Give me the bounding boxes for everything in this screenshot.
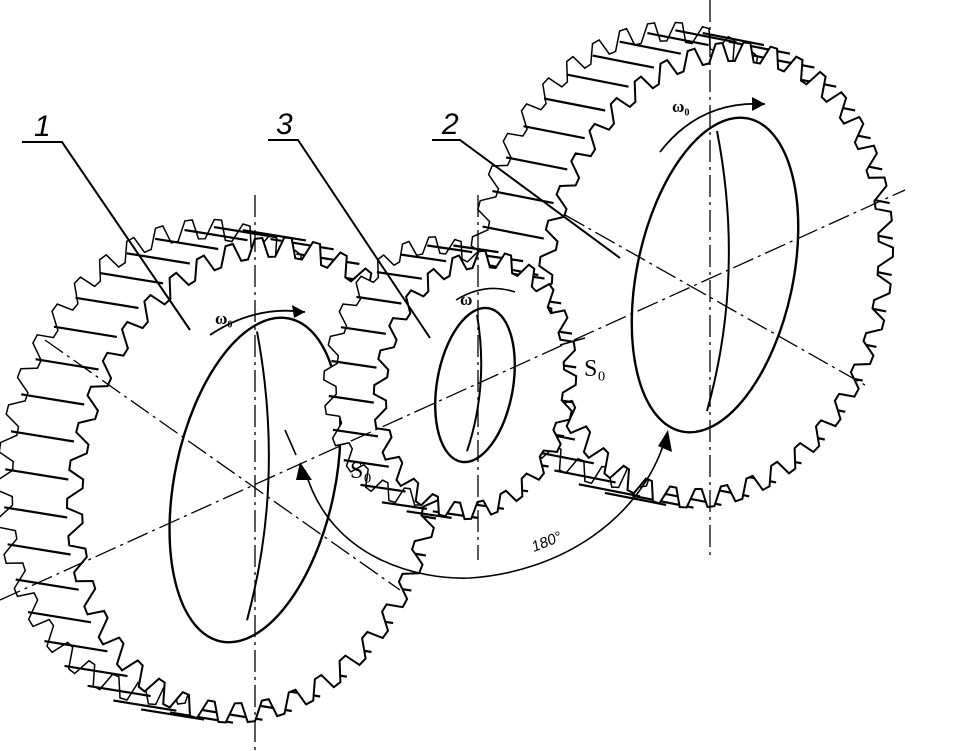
g-left-helix-line	[4, 506, 68, 519]
g-right-helix-line	[543, 97, 606, 112]
g-left-helix-line	[87, 684, 151, 698]
g-left-helix-line	[126, 252, 190, 265]
g-left-helix-line	[35, 358, 99, 371]
rotation-arrow-right	[659, 102, 766, 153]
common-axis-line	[0, 189, 906, 601]
g-mid-helix-line	[343, 459, 389, 468]
g-mid-helix-line	[328, 394, 374, 404]
gear-3-label: 3	[276, 108, 293, 141]
rotation-arrow-left-head	[292, 305, 305, 318]
s0-right-label: S₀	[584, 356, 606, 382]
g-right-helix-line	[554, 469, 616, 484]
leader-3	[268, 139, 431, 339]
g-right-helix-line	[578, 483, 641, 498]
g-left-bore	[168, 316, 342, 644]
g-left-helix-line	[7, 543, 71, 556]
g-left-helix-line	[53, 325, 118, 338]
g-right-rim-arc	[706, 130, 730, 412]
g-left-helix-line	[5, 468, 69, 481]
g-left-helix-line	[270, 238, 334, 251]
gear-2	[468, 21, 895, 509]
g-mid-bore	[434, 306, 516, 464]
g-right-bore	[630, 116, 800, 434]
g-left-helix-line	[75, 296, 139, 310]
g-right-helix-line	[647, 32, 709, 47]
g-right-helix-line	[619, 40, 682, 55]
feed-arrow-right	[559, 337, 586, 346]
angle-label: 180°	[529, 528, 564, 555]
g-left-helix-line	[99, 272, 164, 285]
g-left-helix-line	[64, 664, 128, 678]
gear-2-label: 2	[441, 108, 459, 141]
omega-left-label: ω₀	[215, 309, 233, 328]
g-mid-helix-line	[427, 244, 473, 254]
g-mid-helix-line	[453, 244, 499, 254]
g-mid-helix-line	[340, 326, 387, 335]
feed-arrow-left	[284, 429, 297, 456]
leader-lines	[22, 139, 621, 339]
g-mid-helix-line	[376, 271, 423, 280]
leader-1	[22, 141, 191, 331]
angle-arc-arrow-right	[658, 430, 672, 452]
g-mid-helix-line	[356, 295, 402, 305]
g-left-helix-line	[21, 393, 85, 406]
angle-arc-arrow-left	[296, 462, 312, 480]
g-mid-helix-line	[331, 359, 377, 369]
g-right-helix-line	[728, 40, 791, 55]
rotation-arrow-mid	[455, 287, 516, 301]
omega-mid-label: ω	[460, 290, 472, 309]
gear-3	[323, 236, 578, 521]
g-mid-helix-line	[381, 501, 428, 510]
gear-1-label: 1	[34, 110, 51, 143]
s0-left-label: S₀	[350, 458, 372, 484]
g-left-helix-line	[113, 699, 177, 712]
g-right-helix-line	[675, 29, 737, 44]
g-right-helix-line	[505, 156, 568, 171]
axis-lines	[0, 0, 906, 751]
angle-arc	[304, 439, 666, 579]
g-mid-helix-line	[400, 253, 447, 263]
g-right-helix-line	[482, 225, 545, 240]
g-mid-helix-line	[360, 483, 406, 493]
g-mid-front-face	[372, 249, 578, 521]
g-right-helix-line	[567, 73, 629, 88]
leader-2	[432, 139, 621, 259]
g-left-helix-line	[184, 228, 248, 242]
g-left-helix-line	[27, 611, 92, 624]
g-mid-rim-arc	[466, 314, 483, 452]
g-right-helix-line	[592, 54, 655, 69]
omega-right-label: ω₀	[672, 97, 690, 116]
rotation-arrow-right-head	[752, 97, 765, 111]
g-right-helix-line	[702, 32, 765, 47]
g-left-helix-line	[155, 237, 219, 251]
g-left-helix-line	[15, 578, 79, 591]
g-left-helix-line	[10, 430, 75, 443]
g-mid-helix-line	[332, 428, 379, 438]
g-left-helix-line	[242, 229, 307, 242]
g-left-helix-line	[213, 226, 278, 239]
gear-1-diagonal-axis	[44, 339, 401, 591]
g-right-helix-line	[523, 125, 585, 140]
g-right-front-face	[535, 41, 895, 509]
gear-2-diagonal-axis	[564, 214, 866, 386]
g-left-helix-line	[44, 640, 108, 653]
